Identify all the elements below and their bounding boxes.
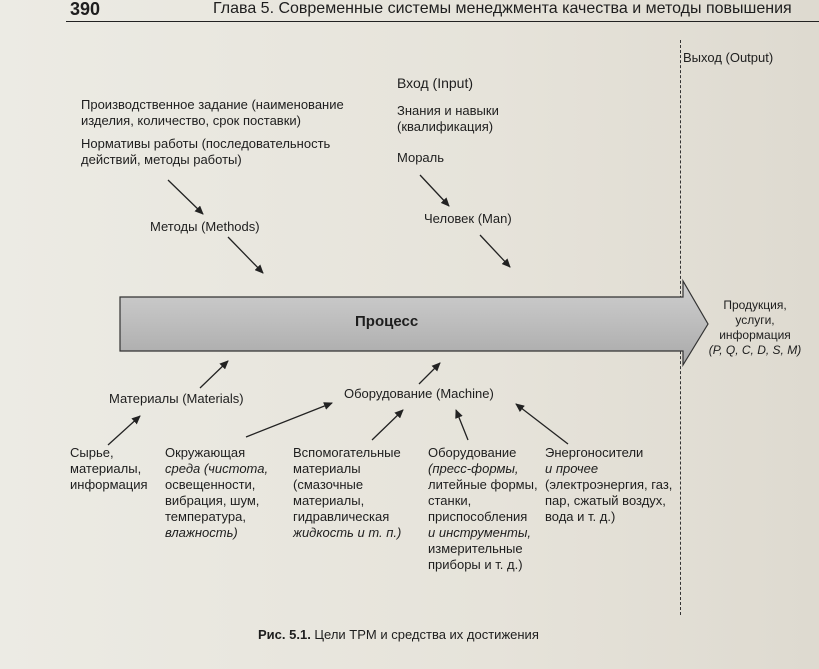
methods-label: Методы (Methods) — [150, 219, 260, 234]
arrow-environment-to-machine — [245, 402, 333, 438]
header-rule — [66, 21, 819, 22]
energy-line4: пар, сжатый воздух, — [545, 493, 666, 508]
arrow-equipment-to-machine — [455, 409, 469, 441]
page-number: 390 — [70, 0, 101, 19]
arrow-man-to-process — [479, 234, 511, 268]
equipment-line1: Оборудование — [428, 445, 517, 460]
arrow-raw-to-materials — [107, 415, 141, 446]
figure-caption: Рис. 5.1. Цели TPM и средства их достиже… — [258, 627, 539, 643]
skills-line1: Знания и навыки — [397, 103, 499, 118]
production-task-line1: Производственное задание (наименование — [81, 97, 344, 112]
input-heading: Вход (Input) — [397, 75, 474, 91]
figure-caption-label: Рис. 5.1. — [258, 627, 311, 642]
environment-line4: вибрация, шум, — [165, 493, 260, 508]
equipment-line7: измерительные — [428, 541, 523, 556]
energy-line2: и прочее — [545, 461, 599, 476]
equipment-line5: приспособления — [428, 509, 528, 524]
aux-line5: гидравлическая — [293, 509, 390, 524]
morale-label: Мораль — [397, 150, 445, 165]
energy-line1: Энергоносители — [545, 445, 644, 460]
arrow-energy-to-machine — [515, 403, 569, 445]
aux-line6: жидкость и т. п.) — [293, 525, 402, 540]
figure-caption-text: Цели TPM и средства их достижения — [310, 627, 539, 642]
raw-line2: материалы, — [70, 461, 142, 476]
equipment-line2: (пресс-формы, — [428, 461, 519, 476]
environment-line3: освещенности, — [165, 477, 256, 492]
output-line1: Продукция, — [723, 298, 787, 312]
running-header-title: Глава 5. Современные системы менеджмента… — [213, 0, 792, 17]
environment-line2-a: среда — [165, 461, 201, 476]
energy-line3: (электроэнергия, газ, — [545, 477, 673, 492]
arrow-methods-to-process — [227, 236, 264, 274]
arrow-morale-to-man — [419, 174, 450, 207]
energy-line5: вода и т. д.) — [545, 509, 616, 524]
environment-line6: влажность) — [165, 525, 238, 540]
production-task-line2: изделия, количество, срок поставки) — [81, 113, 301, 128]
environment-line2: среда (чистота, — [165, 461, 268, 477]
arrow-materials-to-process — [199, 360, 229, 389]
equipment-line3: литейные формы, — [428, 477, 538, 492]
aux-line3: (смазочные — [293, 477, 364, 492]
materials-label: Материалы (Materials) — [109, 391, 244, 406]
work-norms-line2: действий, методы работы) — [81, 152, 242, 167]
raw-line1: Сырье, — [70, 445, 114, 460]
arrow-aux-to-machine — [371, 409, 404, 441]
output-line2: услуги, — [735, 313, 775, 327]
environment-line1: Окружающая — [165, 445, 246, 460]
aux-line2: материалы — [293, 461, 361, 476]
output-line3: информация — [719, 328, 791, 342]
environment-line5: температура, — [165, 509, 246, 524]
output-heading: Выход (Output) — [683, 50, 774, 65]
raw-line3: информация — [70, 477, 148, 492]
man-label: Человек (Man) — [424, 211, 512, 226]
aux-line1: Вспомогательные — [293, 445, 401, 460]
arrow-work-norms-to-methods — [167, 179, 204, 215]
process-label: Процесс — [355, 313, 419, 330]
equipment-line6: и инструменты, — [428, 525, 532, 540]
equipment-line4: станки, — [428, 493, 472, 508]
environment-line2-b: (чистота, — [200, 461, 269, 476]
arrow-machine-to-process — [418, 362, 441, 385]
output-products: Продукция, услуги, информация (P, Q, C, … — [706, 298, 804, 358]
output-line4: (P, Q, C, D, S, M) — [708, 343, 802, 357]
machine-label: Оборудование (Machine) — [344, 386, 494, 401]
aux-line4: материалы, — [293, 493, 365, 508]
equipment-line8: приборы и т. д.) — [428, 557, 523, 572]
process-arrow — [119, 278, 709, 368]
skills-line2: (квалификация) — [397, 119, 494, 134]
work-norms-line1: Нормативы работы (последовательность — [81, 136, 331, 151]
